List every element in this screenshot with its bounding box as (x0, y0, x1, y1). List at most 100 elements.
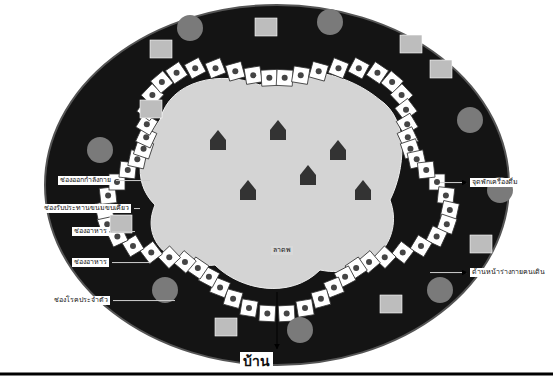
square-icon (434, 233, 440, 239)
square-icon (374, 70, 380, 76)
callout-label: ช่องอาหาร (72, 258, 109, 267)
gray-disc (287, 317, 313, 343)
board-square (417, 161, 435, 179)
square-icon (302, 305, 308, 311)
square-icon (331, 284, 337, 290)
leader-shadow (112, 262, 150, 263)
board-square (292, 66, 310, 84)
leader-line (134, 208, 140, 209)
building-icon (470, 235, 492, 253)
board-square (225, 61, 245, 81)
square-icon (418, 243, 424, 249)
board-square (309, 61, 329, 81)
square-icon (230, 296, 236, 302)
square-icon (318, 296, 324, 302)
square-icon (192, 65, 198, 71)
board-square (261, 69, 278, 86)
leader-shadow (134, 208, 140, 209)
leader-shadow (430, 272, 467, 273)
board-icons (87, 9, 513, 343)
center-area (140, 72, 402, 288)
board-square (328, 58, 349, 79)
square-icon (405, 134, 411, 140)
board-square (158, 246, 181, 269)
leader-line (112, 262, 150, 263)
board-square (259, 305, 276, 322)
callout-label: ลาดพ (271, 246, 293, 255)
square-icon (443, 193, 449, 199)
square-icon (282, 75, 288, 81)
callout-label: ด้านหน้าร่างกายคนเดิน (470, 268, 547, 277)
center-icon (240, 180, 256, 200)
square-icon (182, 259, 188, 265)
board-square (296, 299, 314, 317)
square-icon (114, 233, 120, 239)
square-icon (134, 156, 140, 162)
gray-disc (427, 277, 453, 303)
board-ellipse (45, 5, 509, 365)
square-icon (159, 79, 165, 85)
square-icon (266, 75, 272, 81)
gray-disc (177, 15, 203, 41)
square-icon (114, 179, 120, 185)
board-square (311, 289, 331, 309)
square-icon (404, 121, 410, 127)
gray-disc (152, 277, 178, 303)
square-icon (250, 72, 256, 78)
leader-line (113, 300, 175, 301)
board-square (348, 57, 370, 79)
square-icon (316, 68, 322, 74)
building-icon (400, 35, 422, 53)
square-icon (148, 249, 154, 255)
square-icon (400, 249, 406, 255)
square-icon (143, 134, 149, 140)
square-icon (125, 167, 131, 173)
building-icon (110, 215, 132, 233)
leader-shadow (440, 182, 467, 183)
leader-line (277, 292, 278, 349)
square-icon (105, 193, 111, 199)
square-icon (144, 121, 150, 127)
leader-line (430, 272, 467, 273)
square-icon (264, 310, 270, 316)
square-icon (353, 265, 359, 271)
building-icon (430, 60, 452, 78)
path-squares (95, 57, 460, 321)
leader-line (112, 231, 135, 232)
center-icon (355, 180, 371, 200)
callout-label: ช่องอาหาร (72, 227, 109, 236)
leader-shadow (116, 180, 150, 181)
board-square (410, 235, 432, 257)
leader-lines (112, 181, 467, 349)
center-icon (270, 120, 286, 140)
board-square (184, 57, 206, 79)
home-label: บ้าน (240, 352, 273, 370)
leader-line (116, 180, 150, 181)
square-icon (166, 254, 172, 260)
square-icon (206, 274, 212, 280)
square-icon (423, 167, 429, 173)
board-square (205, 58, 226, 79)
square-icon (403, 107, 409, 113)
gray-disc (457, 107, 483, 133)
square-icon (335, 65, 341, 71)
board-square (392, 241, 414, 263)
building-icon (255, 18, 277, 36)
board-square (140, 241, 162, 263)
square-icon (389, 79, 395, 85)
square-icon (382, 254, 388, 260)
callout-label: จุดพักเครื่องดื่ม (470, 178, 520, 187)
square-icon (399, 92, 405, 98)
square-icon (195, 265, 201, 271)
building-icon (140, 100, 162, 118)
leader-shadow (113, 300, 175, 301)
square-icon (232, 68, 238, 74)
center-icon (300, 165, 316, 185)
building-icon (150, 40, 172, 58)
callout-label: ช่องโรคประจำตัว (52, 296, 110, 305)
base-line (0, 373, 553, 376)
square-icon (284, 310, 290, 316)
square-icon (342, 274, 348, 280)
